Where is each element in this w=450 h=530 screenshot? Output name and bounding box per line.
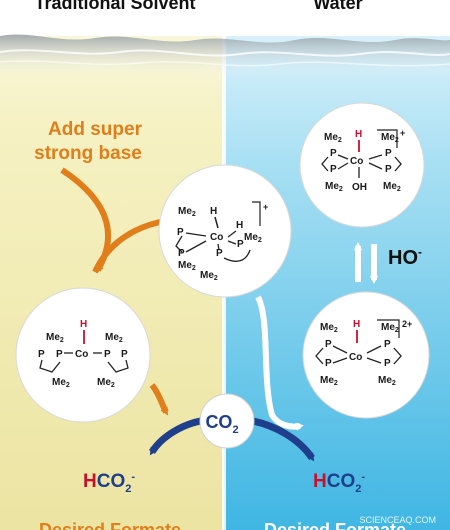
svg-text:Me2: Me2 (178, 206, 196, 218)
svg-text:H: H (80, 319, 87, 330)
orange-arrow-to-co2 (149, 383, 169, 416)
complex-left-circle (15, 287, 151, 423)
white-arrow-center-to-right (255, 295, 304, 431)
svg-text:Me2: Me2 (381, 322, 399, 334)
svg-text:2+: 2+ (402, 319, 412, 329)
svg-text:P: P (38, 349, 45, 360)
watermark: SCIENCEAQ.COM (359, 515, 436, 525)
svg-text:P: P (216, 248, 223, 259)
metal-center: Co (210, 232, 223, 243)
complex-center-structure: Me2 H H P Co P Me2 P P Me2 Me2 + (175, 201, 268, 282)
svg-text:Me2: Me2 (325, 181, 343, 193)
svg-text:P: P (104, 349, 111, 360)
water-surface (0, 0, 450, 78)
svg-text:H: H (355, 129, 362, 140)
header-traditional-solvent: Traditional Solvent (34, 0, 195, 13)
complex-bottom-right-circle (302, 291, 430, 419)
svg-text:H: H (353, 319, 360, 330)
step-label-line2: strong base (34, 143, 142, 164)
metal-top-right: Co (350, 156, 363, 167)
svg-text:P: P (385, 148, 392, 159)
complex-center-circle (158, 164, 292, 298)
svg-text:Me2: Me2 (52, 377, 70, 389)
svg-text:P: P (56, 349, 63, 360)
left-formate-product: HCO2- (83, 471, 135, 495)
svg-text:Me2: Me2 (46, 332, 64, 344)
equilibrium-arrows (354, 242, 378, 284)
svg-text:P: P (237, 239, 244, 250)
svg-text:+: + (400, 128, 405, 138)
svg-text:Me2: Me2 (105, 332, 123, 344)
svg-text:+: + (263, 202, 268, 212)
metal-left: Co (75, 349, 88, 360)
svg-text:P: P (325, 339, 332, 350)
complex-top-right-structure: Me2 H Me2 + P P Co P P OH Me2 Me2 (321, 128, 405, 193)
svg-text:P: P (178, 248, 185, 259)
svg-text:P: P (121, 349, 128, 360)
left-footer: Desired Formate (39, 520, 181, 530)
orange-arrow-from-center (92, 219, 161, 274)
header-water: Water (313, 0, 362, 13)
hydroxide-label: HO- (388, 245, 422, 269)
svg-text:P: P (177, 227, 184, 238)
svg-text:Me2: Me2 (97, 377, 115, 389)
svg-text:P: P (330, 164, 337, 175)
svg-text:Me2: Me2 (378, 375, 396, 387)
svg-text:P: P (384, 358, 391, 369)
svg-text:OH: OH (352, 182, 367, 193)
svg-text:P: P (385, 164, 392, 175)
metal-bottom-right: Co (349, 352, 362, 363)
navy-arrow-to-right-formate (246, 416, 315, 462)
right-formate-product: HCO2- (313, 471, 365, 495)
co2-label: CO2 (205, 412, 238, 436)
svg-text:H: H (210, 206, 217, 217)
complex-top-right-circle (299, 102, 425, 228)
svg-text:Me2: Me2 (178, 260, 196, 272)
svg-text:Me2: Me2 (324, 132, 342, 144)
co2-circle (199, 393, 255, 449)
svg-text:Me2: Me2 (383, 181, 401, 193)
svg-text:Me2: Me2 (320, 375, 338, 387)
complex-left-structure: H Me2 Me2 P P Co P P Me2 Me2 (38, 319, 129, 389)
svg-text:P: P (330, 148, 337, 159)
right-footer: Desired Formate (264, 520, 406, 530)
svg-text:Me2: Me2 (200, 270, 218, 282)
svg-text:H: H (236, 220, 243, 231)
svg-text:Me2: Me2 (244, 232, 262, 244)
svg-text:P: P (384, 339, 391, 350)
svg-text:P: P (325, 358, 332, 369)
svg-text:Me2: Me2 (320, 322, 338, 334)
step-label-line1: Add super (48, 119, 143, 140)
complex-bottom-right-structure: Me2 H Me2 2+ P P Co P P Me2 Me2 (315, 319, 412, 387)
